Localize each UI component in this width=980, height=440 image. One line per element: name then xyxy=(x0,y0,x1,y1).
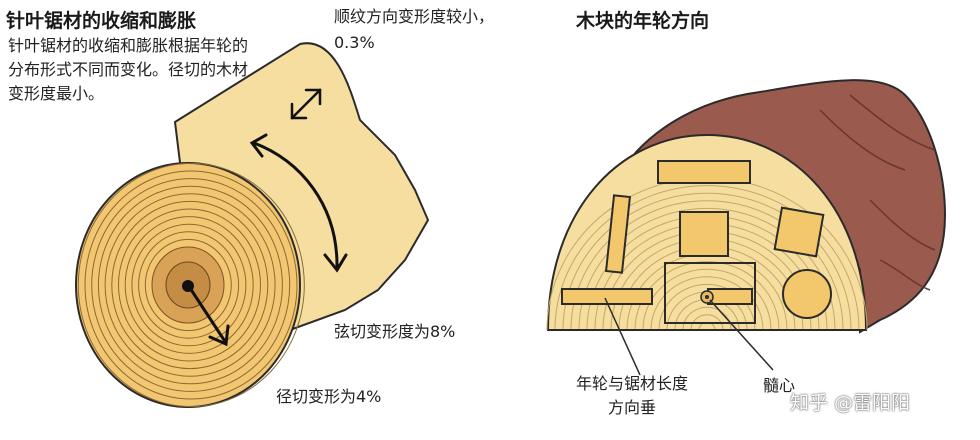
growth-ring xyxy=(690,314,724,331)
growth-ring xyxy=(124,216,254,354)
radial-label: 径切变形为4% xyxy=(276,387,382,406)
growth-ring xyxy=(554,185,860,331)
piece-round xyxy=(782,269,832,319)
left-title: 针叶锯材的收缩和膨胀 xyxy=(6,10,197,32)
right-title: 木块的年轮方向 xyxy=(576,10,710,32)
growth-ring xyxy=(84,170,298,400)
growth-ring xyxy=(111,200,269,370)
growth-ring xyxy=(97,185,283,385)
growth-ring xyxy=(131,223,247,347)
growth-ring xyxy=(570,200,844,331)
growth-ring xyxy=(144,238,232,332)
sawn-pieces xyxy=(561,160,832,324)
growth-ring xyxy=(77,162,305,408)
piece-bottom-center xyxy=(664,262,756,324)
watermark: 知乎 @雷阳阳 xyxy=(790,392,911,414)
growth-ring xyxy=(91,178,291,392)
left-description: 针叶锯材的收缩和膨胀根据年轮的分布形式不同而变化。径切的木材变形度最小。 xyxy=(8,36,249,103)
growth-ring xyxy=(658,283,756,331)
piece-center-square xyxy=(679,211,729,257)
orientation-label: 年轮与锯材长度方向垂 xyxy=(575,374,688,417)
tangential-arrow xyxy=(249,133,348,273)
growth-ring xyxy=(138,231,240,339)
tangential-label: 弦切变形度为8% xyxy=(334,322,456,341)
growth-ring xyxy=(650,276,764,331)
piece-bottom-right xyxy=(707,288,753,305)
pith-label: 髓心 xyxy=(763,376,796,395)
piece-top xyxy=(657,160,751,184)
piece-rotated-square xyxy=(773,206,825,258)
longitudinal-arrow xyxy=(290,88,322,120)
growth-ring xyxy=(104,193,276,377)
piece-left-tall xyxy=(604,194,632,274)
radial-arrow xyxy=(188,286,230,347)
log-end-grain xyxy=(75,162,305,408)
longitudinal-note: 顺纹方向变形度较小，0.3% xyxy=(334,7,495,52)
growth-ring xyxy=(562,192,852,331)
growth-ring xyxy=(118,208,261,362)
leader-lines xyxy=(604,297,774,376)
